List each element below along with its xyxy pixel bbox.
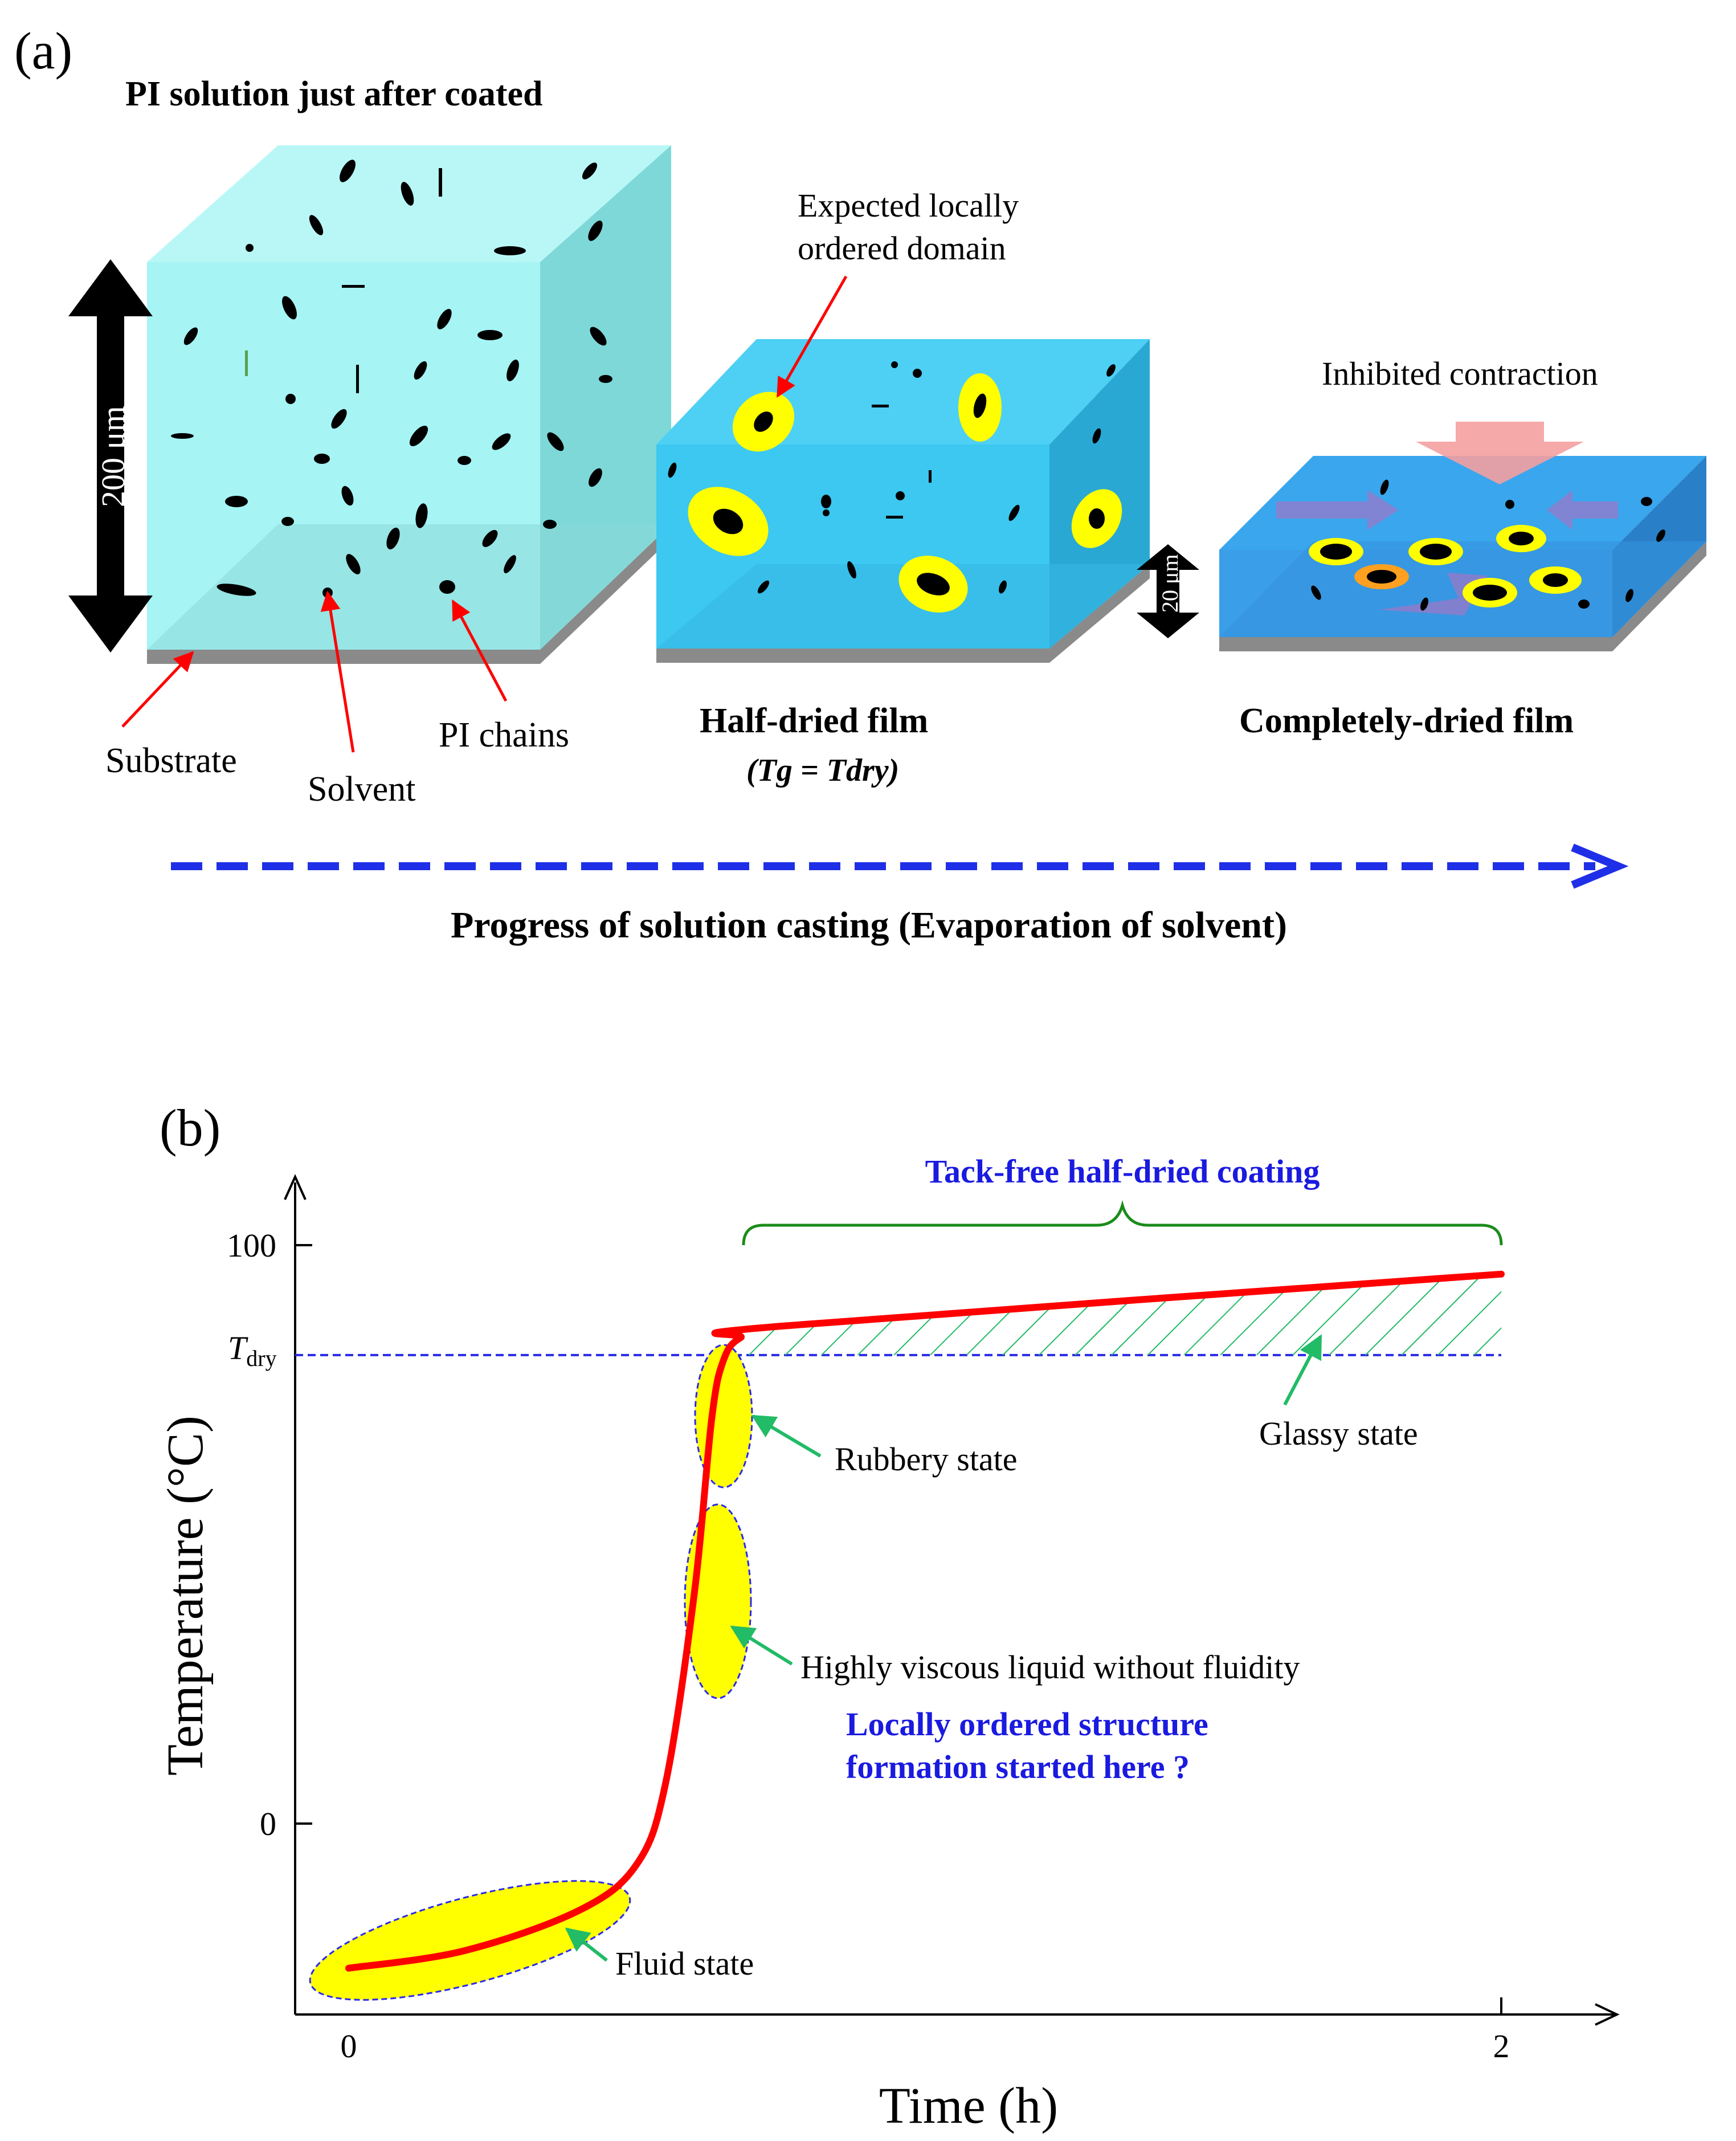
- pi-chains-label: PI chains: [439, 716, 569, 755]
- box2-lower-shade: [656, 564, 1150, 649]
- glassy-hatch-region: [740, 1274, 1501, 1355]
- bottom-contraction-arrow: [1379, 573, 1487, 615]
- fluid-state-label: Fluid state: [615, 1945, 754, 1982]
- completely-dried-label: Completely-dried film: [1239, 702, 1574, 740]
- y-axis-label: Temperature (°C): [157, 1416, 214, 1776]
- left-contraction-arrow: [1276, 490, 1399, 530]
- panel-b-label: (b): [160, 1099, 220, 1157]
- glassy-state-label: Glassy state: [1259, 1415, 1418, 1452]
- pointer-arrows-1: [121, 590, 508, 753]
- half-dried-label: Half-dried film: [700, 702, 928, 740]
- solvent-label: Solvent: [308, 770, 415, 809]
- substrate-1: [147, 524, 671, 664]
- x-axis-arrowhead: [1595, 2003, 1620, 2026]
- thickness-20-label: 20 μm: [1157, 554, 1183, 613]
- dried-box: [1219, 422, 1706, 651]
- inhibited-contraction-label: Inhibited contraction: [1322, 355, 1598, 392]
- right-contraction-arrow: [1547, 490, 1618, 530]
- contraction-arrow: [1416, 422, 1584, 484]
- tdry-tick-label: Tdry: [228, 1330, 277, 1371]
- rubbery-state-label: Rubbery state: [835, 1441, 1018, 1478]
- panel-b: (b) 100 0 0 2 Time (h) Temperature (°C) …: [157, 1099, 1620, 2134]
- y-tick-0: 0: [260, 1805, 276, 1842]
- pi-chain-group-3: [1311, 479, 1665, 611]
- x-tick-2: 2: [1493, 2028, 1510, 2065]
- box3-top: [1219, 456, 1706, 550]
- pi-chain-group-2: [668, 361, 1116, 594]
- tack-free-label: Tack-free half-dried coating: [925, 1153, 1320, 1190]
- substrate-2: [656, 564, 1150, 663]
- thickness-arrow-200: 200 μm: [68, 259, 153, 653]
- locally-ordered-line2: formation started here ?: [846, 1748, 1190, 1785]
- tack-free-brace: [742, 1200, 1503, 1246]
- x-tick-0: 0: [341, 2028, 357, 2065]
- axes: [284, 1174, 1620, 2026]
- x-axis-label: Time (h): [879, 2078, 1058, 2134]
- expected-domain-line1: Expected locally: [798, 187, 1019, 224]
- temperature-curve: [345, 1270, 1505, 1972]
- y-tick-100: 100: [227, 1227, 276, 1264]
- fluid-state-highlight: [309, 1880, 631, 2001]
- progress-label: Progress of solution casting (Evaporatio…: [451, 904, 1287, 946]
- viscous-label: Highly viscous liquid without fluidity: [800, 1649, 1300, 1686]
- first-box-title: PI solution just after coated: [125, 75, 542, 113]
- box1-lower-shade: [147, 524, 671, 650]
- half-dried-condition: (Tg = Tdry): [746, 753, 899, 788]
- domain-pointer: [776, 275, 848, 398]
- locally-ordered-line1: Locally ordered structure: [846, 1706, 1208, 1743]
- domains-2: [688, 373, 1122, 613]
- solution-box: [147, 145, 671, 664]
- half-dried-box: [656, 275, 1150, 663]
- panel-a: (a) PI solution just after coated: [14, 22, 1706, 946]
- thickness-200-label: 200 μm: [95, 406, 132, 507]
- domains-3: [1309, 525, 1582, 607]
- substrate-3: [1219, 541, 1706, 651]
- thickness-arrow-20: 20 μm: [1137, 544, 1199, 638]
- box1-side: [540, 145, 671, 650]
- y-axis-arrowhead: [284, 1174, 307, 1200]
- green-pointers: [565, 1334, 1322, 1962]
- progress-arrow: [171, 843, 1629, 889]
- panel-a-label: (a): [14, 22, 72, 80]
- expected-domain-line2: ordered domain: [798, 230, 1006, 267]
- pi-chain-group-1: [171, 160, 612, 598]
- substrate-label: Substrate: [105, 741, 237, 780]
